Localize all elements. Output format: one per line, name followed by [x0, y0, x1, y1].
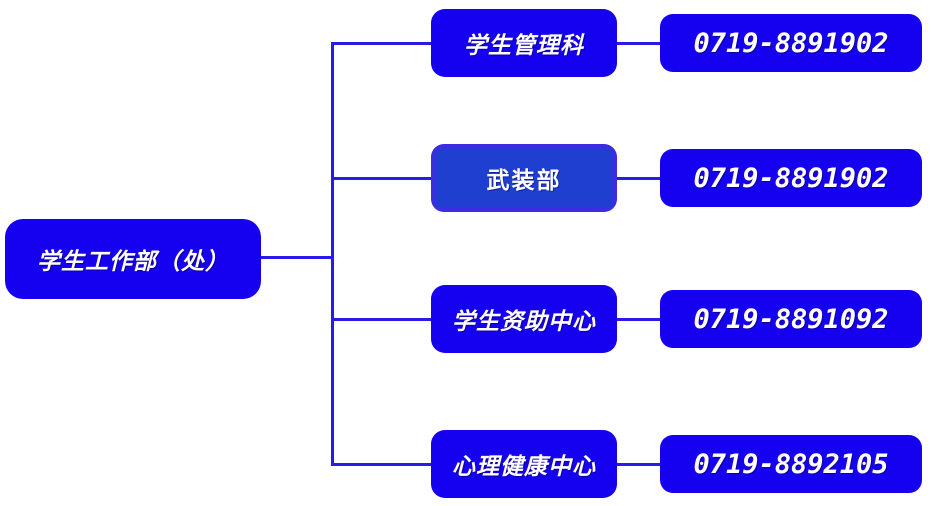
phone-box-mental-health[interactable]: 0719-8892105 — [660, 435, 922, 493]
phone-number: 0719-8891902 — [693, 162, 889, 194]
dept-node-student-management[interactable]: 学生管理科 — [431, 9, 617, 77]
connector-branch-0 — [331, 42, 432, 45]
connector-phone-0 — [616, 42, 661, 45]
connector-root-stem — [261, 256, 333, 259]
dept-node-label: 学生资助中心 — [452, 309, 596, 335]
connector-phone-2 — [616, 318, 661, 321]
connector-branch-3 — [331, 463, 432, 466]
root-node-label: 学生工作部（处） — [37, 249, 229, 275]
connector-trunk — [331, 43, 334, 465]
dept-node-label: 武装部 — [486, 168, 562, 194]
dept-node-mental-health[interactable]: 心理健康中心 — [431, 430, 617, 498]
phone-number: 0719-8891092 — [693, 303, 889, 335]
connector-phone-1 — [616, 177, 661, 180]
connector-phone-3 — [616, 463, 661, 466]
dept-node-label: 学生管理科 — [464, 33, 584, 59]
connector-branch-2 — [331, 318, 432, 321]
root-node[interactable]: 学生工作部（处） — [5, 219, 261, 299]
dept-node-inner-frame: 武装部 — [436, 149, 612, 207]
phone-box-armed-forces[interactable]: 0719-8891902 — [660, 149, 922, 207]
dept-node-label: 心理健康中心 — [452, 454, 596, 480]
dept-node-armed-forces[interactable]: 武装部 — [431, 144, 617, 212]
phone-number: 0719-8892105 — [693, 448, 889, 480]
phone-box-financial-aid[interactable]: 0719-8891092 — [660, 290, 922, 348]
phone-number: 0719-8891902 — [693, 27, 889, 59]
phone-box-student-management[interactable]: 0719-8891902 — [660, 14, 922, 72]
dept-node-financial-aid[interactable]: 学生资助中心 — [431, 285, 617, 353]
connector-branch-1 — [331, 177, 432, 180]
